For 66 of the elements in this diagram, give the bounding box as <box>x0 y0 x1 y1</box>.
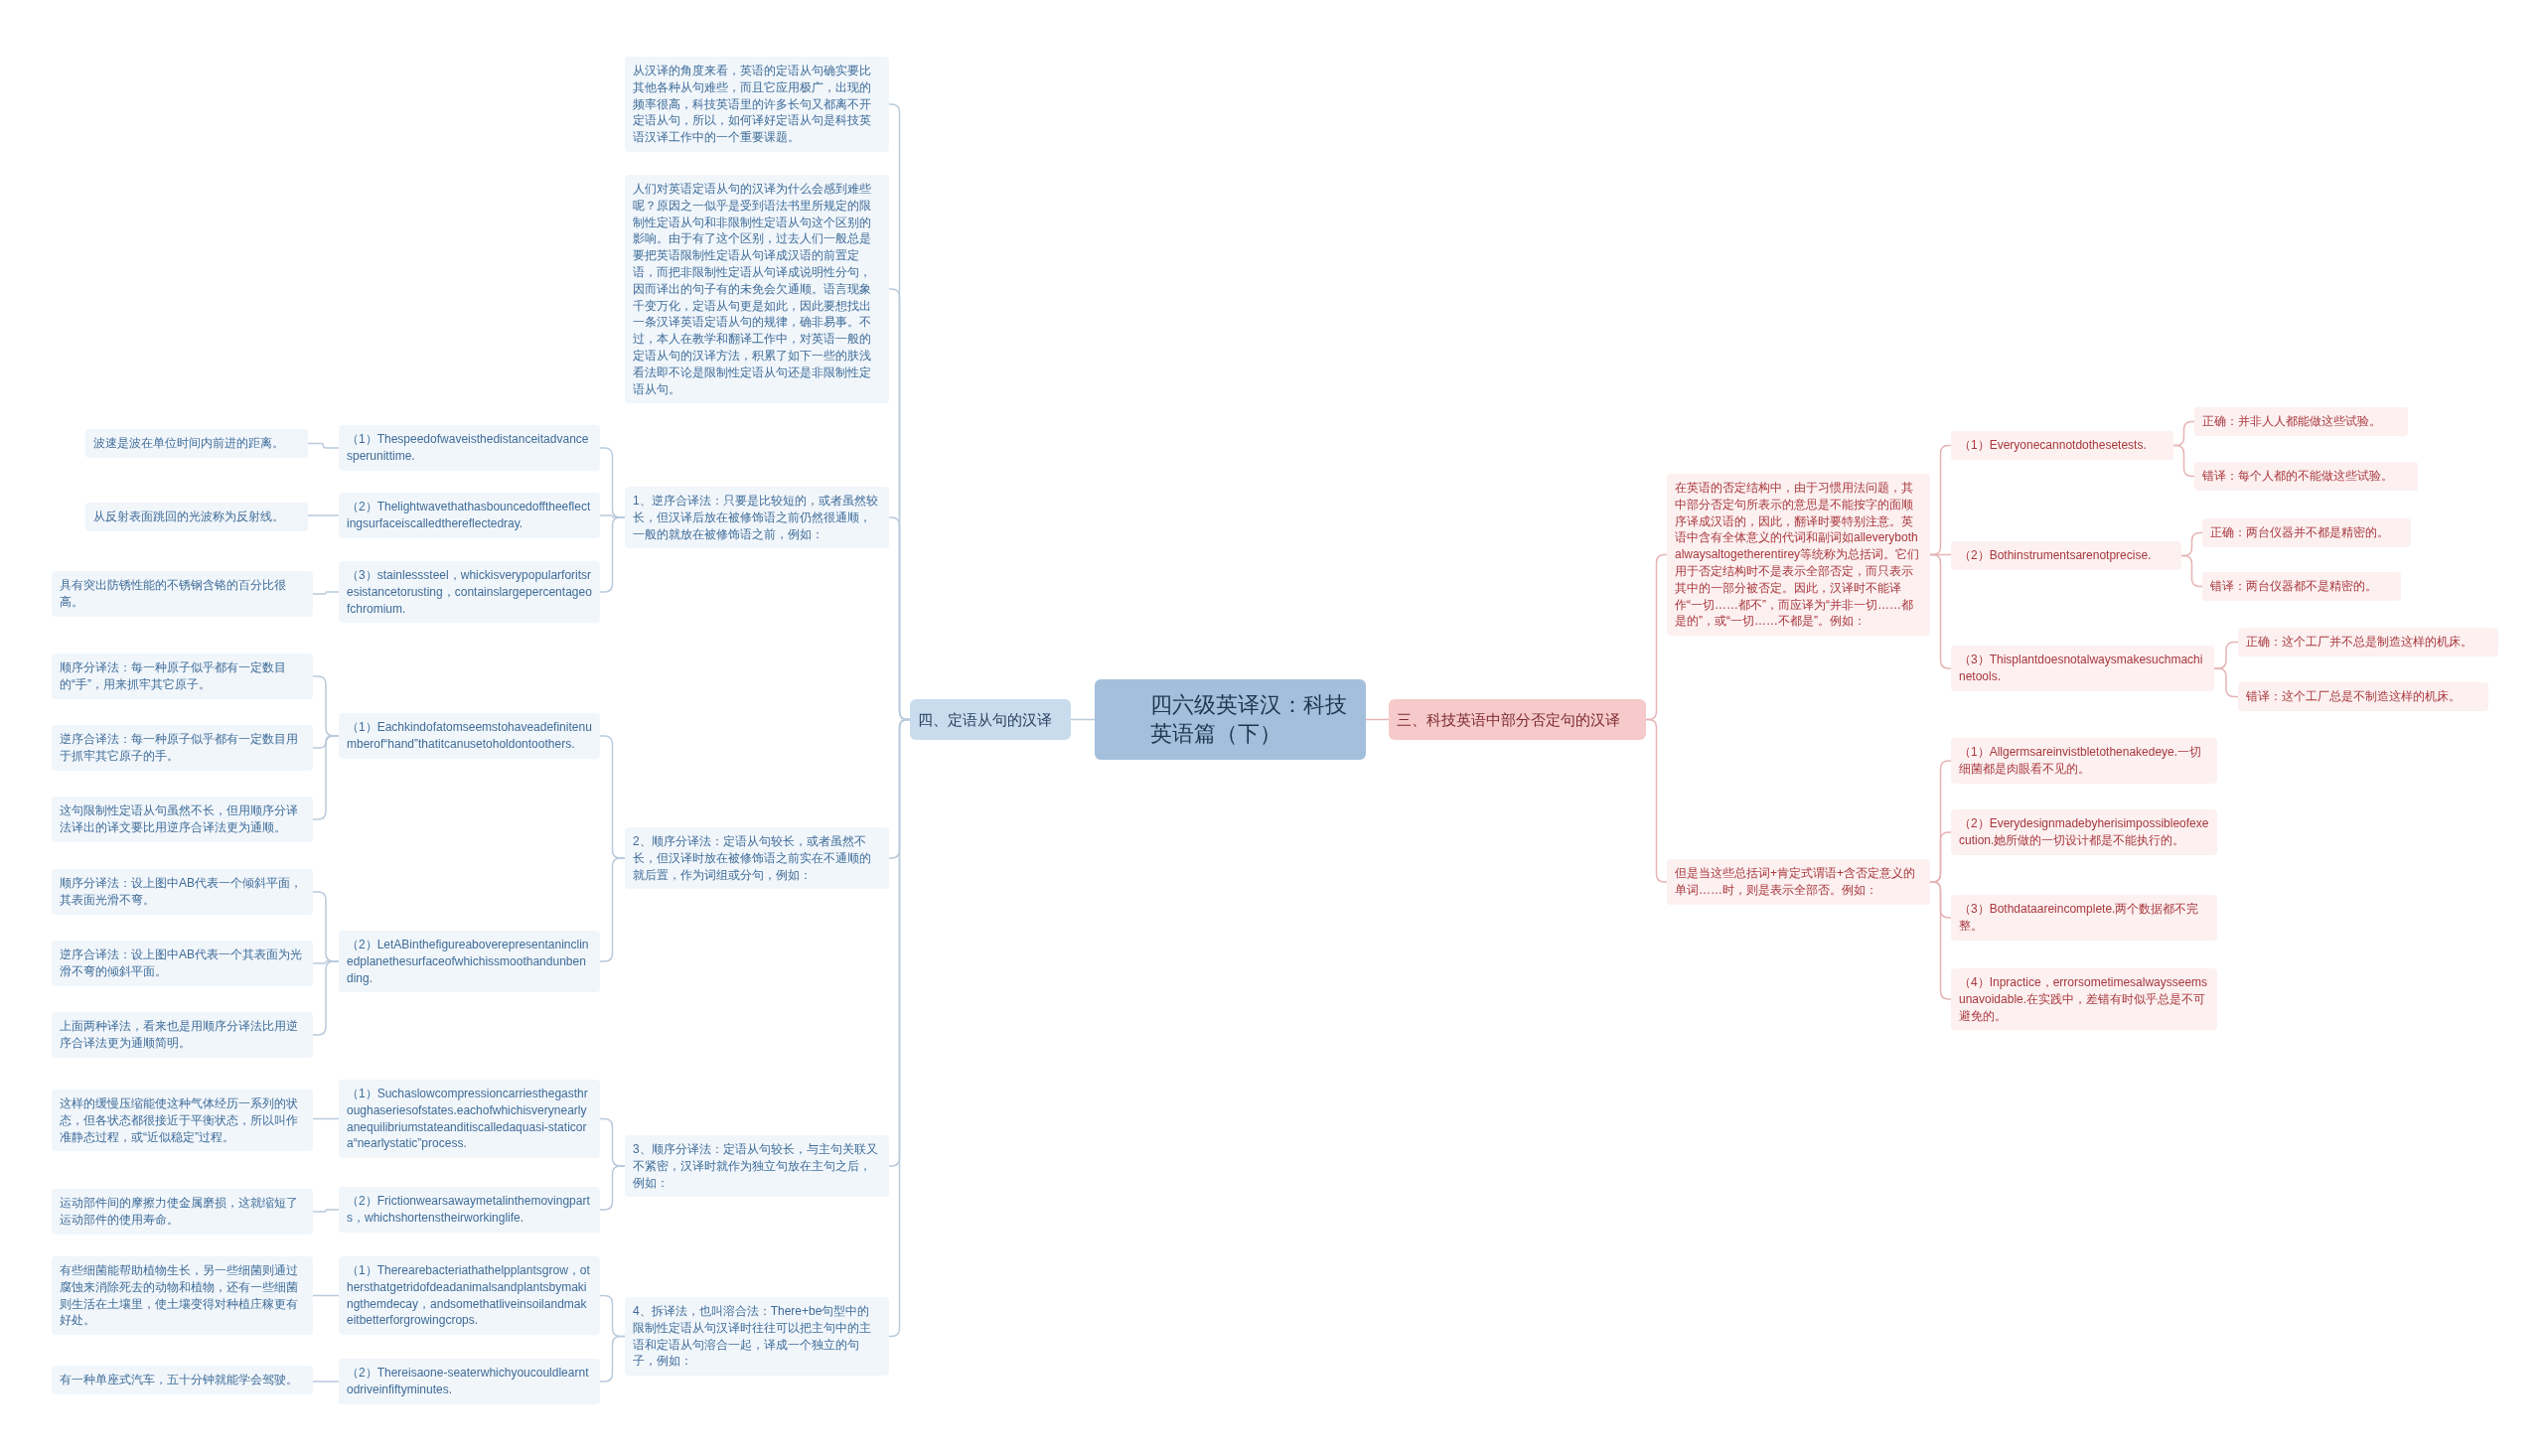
note-card: 上面两种译法，看来也是用顺序分译法比用逆序合译法更为通顺简明。 <box>52 1012 313 1058</box>
connector <box>1929 553 1952 669</box>
example-card: （3）stainlesssteel，whickisverypopularforitsresistancetorusting，containslargepercentageofchromium. <box>339 561 600 624</box>
method-card: 2、顺序分译法：定语从句较长，或者虽然不长，但汉译时放在被修饰语之前实在不通顺的就后置，作为词组或分句，例如： <box>625 827 889 890</box>
example-card: （1）Eachkindofatomseemstohaveadefinitenumberof“hand”thatitcanusetoholdontoothers. <box>339 713 600 759</box>
example-card: （2）Frictionwearsawaymetalinthemovingparts，whichshortenstheirworkinglife. <box>339 1187 600 1233</box>
translation-card: 从反射表面跳回的光波称为反射线。 <box>85 503 308 531</box>
example-card: （2）Everydesignmadebyherisimpossibleofexecution.她所做的一切设计都是不能执行的。 <box>1951 809 2217 855</box>
example-card: （1）Therearebacteriathathelpplantsgrow，othersthatgetridofdeadanimalsandplantsbymakingthemdecay，andsomethatliveinsoilandmakeitbetterforgrowingcrops. <box>339 1256 600 1336</box>
connector <box>312 960 340 1036</box>
translation-card: 运动部件间的摩擦力使金属磨损，这就缩短了运动部件的使用寿命。 <box>52 1189 313 1235</box>
translation-card: 顺序分译法：每一种原子似乎都有一定数目的“手”，用来抓牢其它原子。 <box>52 654 313 699</box>
connector <box>307 442 340 449</box>
method-card: 1、逆序合译法：只要是比较短的，或者虽然较长，但汉译后放在被修饰语之前仍然很通顺，一般的就放在被修饰语之前，例如： <box>625 487 889 549</box>
connector <box>2172 444 2195 478</box>
translation-card: 这样的缓慢压缩能使这种气体经历一系列的状态，但各状态都很接近于平衡状态，所以叫作准静态过程，或“近似稳定”过程。 <box>52 1090 313 1152</box>
connector <box>599 1335 626 1383</box>
connector <box>2213 667 2239 698</box>
connector <box>312 1117 340 1120</box>
example-card: （1）Thespeedofwaveisthedistanceitadvancesperunittime. <box>339 425 600 471</box>
translation-card: 波速是波在单位时间内前进的距离。 <box>85 429 308 458</box>
note-card: 这句限制性定语从句虽然不长，但用顺序分译法译出的译文要比用逆序合译法更为通顺。 <box>52 797 313 842</box>
note-card: 从汉译的角度来看，英语的定语从句确实要比其他各种从句难些，而且它应用极广，出现的频率很高，科技英语里的许多长句又都离不开定语从句，所以，如何译好定语从句是科技英语汉译工作中的一个重要课题。 <box>625 57 889 152</box>
branch-topic: 四、定语从句的汉译 <box>910 699 1071 740</box>
connector <box>312 735 340 820</box>
connector <box>599 516 626 593</box>
example-card: （1）Everyonecannotdothesetests. <box>1951 431 2173 460</box>
example-card: （3）Thisplantdoesnotalwaysmakesuchmachinetools. <box>1951 646 2214 691</box>
method-card: 4、拆译法，也叫溶合法：There+be句型中的限制性定语从句汉译时往往可以把主句中的主语和定语从句溶合一起，译成一个独立的句子，例如： <box>625 1297 889 1377</box>
translation-card: 正确：并非人人都能做这些试验。 <box>2194 407 2408 436</box>
branch-topic: 三、科技英语中部分否定句的汉译 <box>1389 699 1646 740</box>
translation-card: 正确：这个工厂并不总是制造这样的机床。 <box>2238 628 2498 656</box>
example-card: （2）LetABinthefigureaboverepresentaninclinedplanethesurfaceofwhichissmoothandunbending. <box>339 931 600 993</box>
connector <box>2180 554 2203 588</box>
connector <box>312 1209 340 1213</box>
central-topic: 四六级英译汉：科技英语篇（下） <box>1095 679 1366 761</box>
example-card: （1）Allgermsareinvistbletothenakedeye.一切细菌都是肉眼看不见的。 <box>1951 738 2217 784</box>
example-card: （3）Bothdataareincomplete.两个数据都不完整。 <box>1951 895 2217 941</box>
translation-card: 逆序合译法：设上图中AB代表一个其表面为光滑不弯的倾斜平面。 <box>52 941 313 986</box>
translation-card: 顺序分译法：设上图中AB代表一个倾斜平面，其表面光滑不弯。 <box>52 869 313 915</box>
connector <box>312 1381 340 1383</box>
connector <box>1365 718 1390 721</box>
example-card: （2）Thereisaone-seaterwhichyoucouldlearntodriveinfiftyminutes. <box>339 1359 600 1404</box>
method-card: 3、顺序分译法：定语从句较长，与主句关联又不紧密，汉译时就作为独立句放在主句之后，例如： <box>625 1135 889 1198</box>
example-card: （2）Thelightwavethathasbouncedofftheeflectingsurfaceiscalledthereflectedray. <box>339 493 600 538</box>
translation-card: 有些细菌能帮助植物生长，另一些细菌则通过腐蚀来消除死去的动物和植物，还有一些细菌则生活在土壤里，使土壤变得对种植庄稼更有好处。 <box>52 1256 313 1336</box>
connector <box>1645 718 1668 883</box>
note-card: 在英语的否定结构中，由于习惯用法问题，其中部分否定句所表示的意思是不能按字的面顺序译成汉语的，因此，翻译时要特别注意。英语中含有全体意义的代词和副词如alleverybothalwaysaltogetherentirey等统称为总括词。它们用于否定结构时不是表示全部否定，而只表示其中的一部分被否定。因此，汉译时不能译作“一切……都不”，而应译为“并非一切……都是的”，或“一切……不都是”。例如： <box>1667 474 1930 637</box>
translation-card: 错译：每个人都的不能做这些试验。 <box>2194 462 2418 491</box>
translation-card: 错译：这个工厂总是不制造这样的机床。 <box>2238 682 2488 711</box>
example-card: （2）Bothinstrumentsarenotprecise. <box>1951 541 2181 570</box>
example-card: （1）Suchaslowcompressioncarriesthegasthroughaseriesofstates.eachofwhichisverynearlyanequilibriumstateanditiscalledaquasi-staticora“nearlystatic”process. <box>339 1080 600 1159</box>
translation-card: 逆序合译法：每一种原子似乎都有一定数目用于抓牢其它原子的手。 <box>52 725 313 771</box>
note-card: 人们对英语定语从句的汉译为什么会感到难些呢？原因之一似乎是受到语法书里所规定的限制性定语从句和非限制性定语从句这个区别的影响。由于有了这个区别，过去人们一般总是要把英语限制性定语从句译成汉语的前置定语，而把非限制性定语从句译成说明性分句，因而译出的句子有的未免会欠通顺。语言现象千变万化，定语从句更是如此，因此要想找出一条汉译英语定语从句的规律，确非易事。不过，本人在教学和翻译工作中，对英语一般的定语从句的汉译方法，积累了如下一些的肤浅看法即不论是限制性定语从句还是非限制性定语从句。 <box>625 175 889 404</box>
note-card: 但是当这些总括词+肯定式谓语+含否定意义的单词……时，则是表示全部否。例如： <box>1667 859 1930 905</box>
connector <box>599 1165 626 1211</box>
translation-card: 错译：两台仪器都不是精密的。 <box>2202 572 2401 601</box>
connector <box>599 857 626 962</box>
example-card: （4）Inpractice，errorsometimesalwaysseemsunavoidable.在实践中，差错有时似乎总是不可避免的。 <box>1951 968 2217 1031</box>
translation-card: 具有突出防锈性能的不锈钢含铬的百分比很高。 <box>52 571 313 617</box>
translation-card: 正确：两台仪器并不都是精密的。 <box>2202 518 2411 547</box>
connector <box>312 1294 340 1297</box>
connector <box>312 591 340 595</box>
translation-card: 有一种单座式汽车，五十分钟就能学会驾驶。 <box>52 1366 313 1394</box>
connector <box>1070 718 1096 721</box>
connector <box>307 514 340 516</box>
